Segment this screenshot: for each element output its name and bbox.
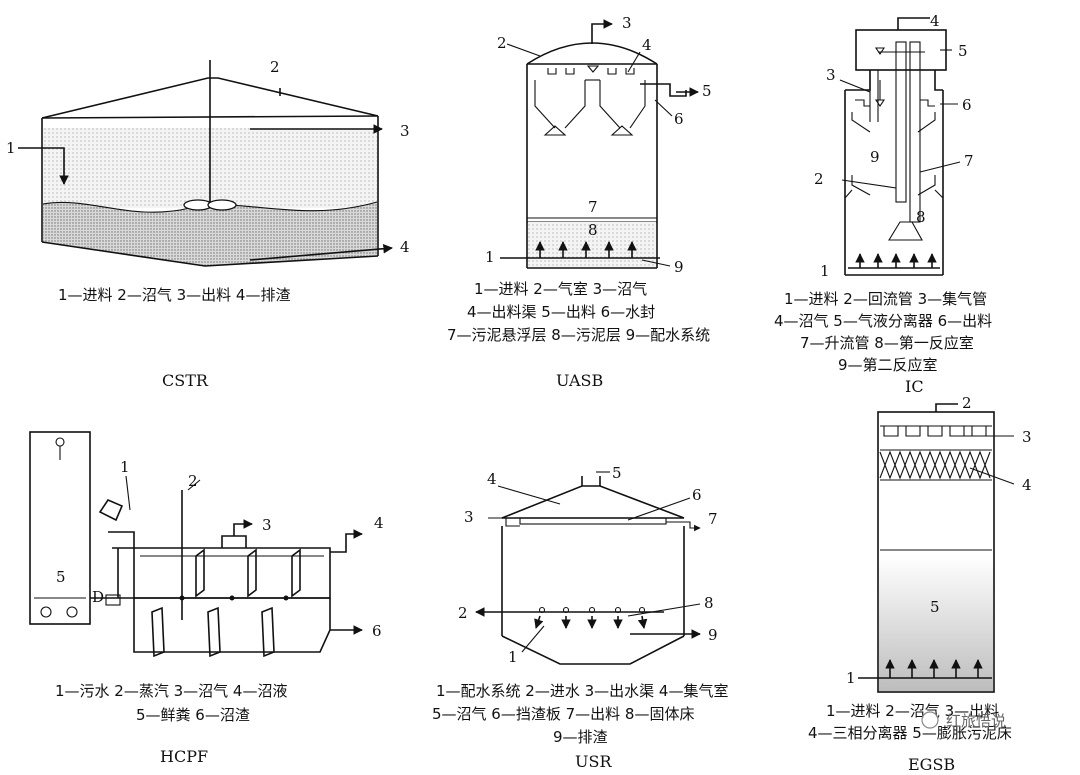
usr-diagram: 4 5 6 3 7 8 2 9 1 1—配水系统 2—进水 3—出水渠 4—集气… bbox=[432, 464, 728, 771]
usr-legend-line-2: 5—沼气 6—挡渣板 7—出料 8—固体床 bbox=[432, 705, 694, 723]
ic-legend-line-4: 9—第二反应室 bbox=[838, 356, 938, 374]
ic-diagram: 4 5 3 6 9 7 2 8 1 1—进料 2—回流管 3—集气管 4—沼气 … bbox=[774, 12, 992, 396]
cstr-label-4: 4 bbox=[400, 238, 410, 256]
ic-caption: IC bbox=[905, 377, 924, 396]
uasb-label-9: 9 bbox=[674, 258, 684, 276]
uasb-label-5: 5 bbox=[702, 82, 712, 100]
uasb-label-7: 7 bbox=[588, 198, 598, 216]
uasb-label-6: 6 bbox=[674, 110, 684, 128]
hcpf-legend-line-2: 5—鲜粪 6—沼渣 bbox=[136, 706, 250, 724]
usr-label-3: 3 bbox=[464, 508, 474, 526]
ic-label-9: 9 bbox=[870, 148, 880, 166]
uasb-legend-line-2: 4—出料渠 5—出料 6—水封 bbox=[467, 303, 655, 321]
usr-label-7: 7 bbox=[708, 510, 718, 528]
hcpf-label-5: 5 bbox=[56, 568, 66, 586]
uasb-diagram: 2 3 4 5 6 7 8 1 9 1—进料 2—气室 3—沼气 4—出料渠 5… bbox=[447, 14, 712, 390]
cstr-diagram: 1 2 3 4 1—进料 2—沼气 3—出料 4—排渣 CSTR bbox=[6, 58, 410, 390]
usr-label-8: 8 bbox=[704, 594, 714, 612]
egsb-label-4: 4 bbox=[1022, 476, 1032, 494]
ic-label-7: 7 bbox=[964, 152, 974, 170]
cstr-label-2: 2 bbox=[270, 58, 280, 76]
egsb-legend-line-1: 1—进料 2—沼气 3—出料 bbox=[826, 702, 999, 720]
usr-label-9: 9 bbox=[708, 626, 718, 644]
ic-label-8: 8 bbox=[916, 208, 926, 226]
cstr-label-1: 1 bbox=[6, 139, 16, 157]
hcpf-label-d: D bbox=[92, 588, 104, 606]
usr-label-1: 1 bbox=[508, 648, 518, 666]
usr-caption: USR bbox=[575, 752, 612, 771]
egsb-label-1: 1 bbox=[846, 669, 856, 687]
uasb-label-2: 2 bbox=[497, 34, 507, 52]
egsb-diagram: 2 3 4 5 1 1—进料 2—沼气 3—出料 4—三相分离器 5—膨胀污泥床… bbox=[808, 394, 1032, 774]
watermark-logo-icon bbox=[921, 711, 939, 729]
watermark-text: 红旅悟说 bbox=[946, 712, 1006, 730]
usr-legend-line-3: 9—排渣 bbox=[553, 728, 608, 746]
ic-label-6: 6 bbox=[962, 96, 972, 114]
usr-label-4: 4 bbox=[487, 470, 497, 488]
egsb-label-2: 2 bbox=[962, 394, 972, 412]
hcpf-diagram: 1 2 3 4 5 6 D 1—污水 2—蒸汽 3—沼气 4—沼液 5—鲜粪 6… bbox=[29, 431, 384, 766]
cstr-caption: CSTR bbox=[162, 371, 209, 390]
cstr-label-3: 3 bbox=[400, 122, 410, 140]
egsb-caption: EGSB bbox=[908, 755, 955, 774]
ic-legend-line-2: 4—沼气 5—气液分离器 6—出料 bbox=[774, 312, 992, 330]
uasb-legend-line-3: 7—污泥悬浮层 8—污泥层 9—配水系统 bbox=[447, 326, 710, 344]
ic-label-1: 1 bbox=[820, 262, 830, 280]
hcpf-legend-line-1: 1—污水 2—蒸汽 3—沼气 4—沼液 bbox=[55, 682, 287, 700]
hcpf-label-6: 6 bbox=[372, 622, 382, 640]
ic-legend-line-3: 7—升流管 8—第一反应室 bbox=[800, 334, 974, 352]
egsb-label-5: 5 bbox=[930, 598, 940, 616]
ic-label-5: 5 bbox=[958, 42, 968, 60]
uasb-caption: UASB bbox=[556, 371, 603, 390]
uasb-label-3: 3 bbox=[622, 14, 632, 32]
uasb-legend-line-1: 1—进料 2—气室 3—沼气 bbox=[474, 280, 647, 298]
egsb-legend-line-2: 4—三相分离器 5—膨胀污泥床 bbox=[808, 724, 1012, 742]
usr-legend-line-1: 1—配水系统 2—进水 3—出水渠 4—集气室 bbox=[436, 682, 728, 700]
uasb-label-8: 8 bbox=[588, 221, 598, 239]
hcpf-caption: HCPF bbox=[160, 747, 208, 766]
usr-label-6: 6 bbox=[692, 486, 702, 504]
ic-label-3: 3 bbox=[826, 66, 836, 84]
cstr-legend-line-1: 1—进料 2—沼气 3—出料 4—排渣 bbox=[58, 286, 290, 304]
ic-label-2: 2 bbox=[814, 170, 824, 188]
usr-label-5: 5 bbox=[612, 464, 622, 482]
egsb-label-3: 3 bbox=[1022, 428, 1032, 446]
ic-label-4: 4 bbox=[930, 12, 940, 30]
hcpf-label-1: 1 bbox=[120, 458, 130, 476]
hcpf-label-3: 3 bbox=[262, 516, 272, 534]
uasb-label-4: 4 bbox=[642, 36, 652, 54]
usr-label-2: 2 bbox=[458, 604, 468, 622]
uasb-label-1: 1 bbox=[485, 248, 495, 266]
hcpf-label-4: 4 bbox=[374, 514, 384, 532]
ic-legend-line-1: 1—进料 2—回流管 3—集气管 bbox=[784, 290, 987, 308]
hcpf-label-2: 2 bbox=[188, 472, 198, 490]
watermark: 红旅悟说 bbox=[921, 711, 1006, 730]
